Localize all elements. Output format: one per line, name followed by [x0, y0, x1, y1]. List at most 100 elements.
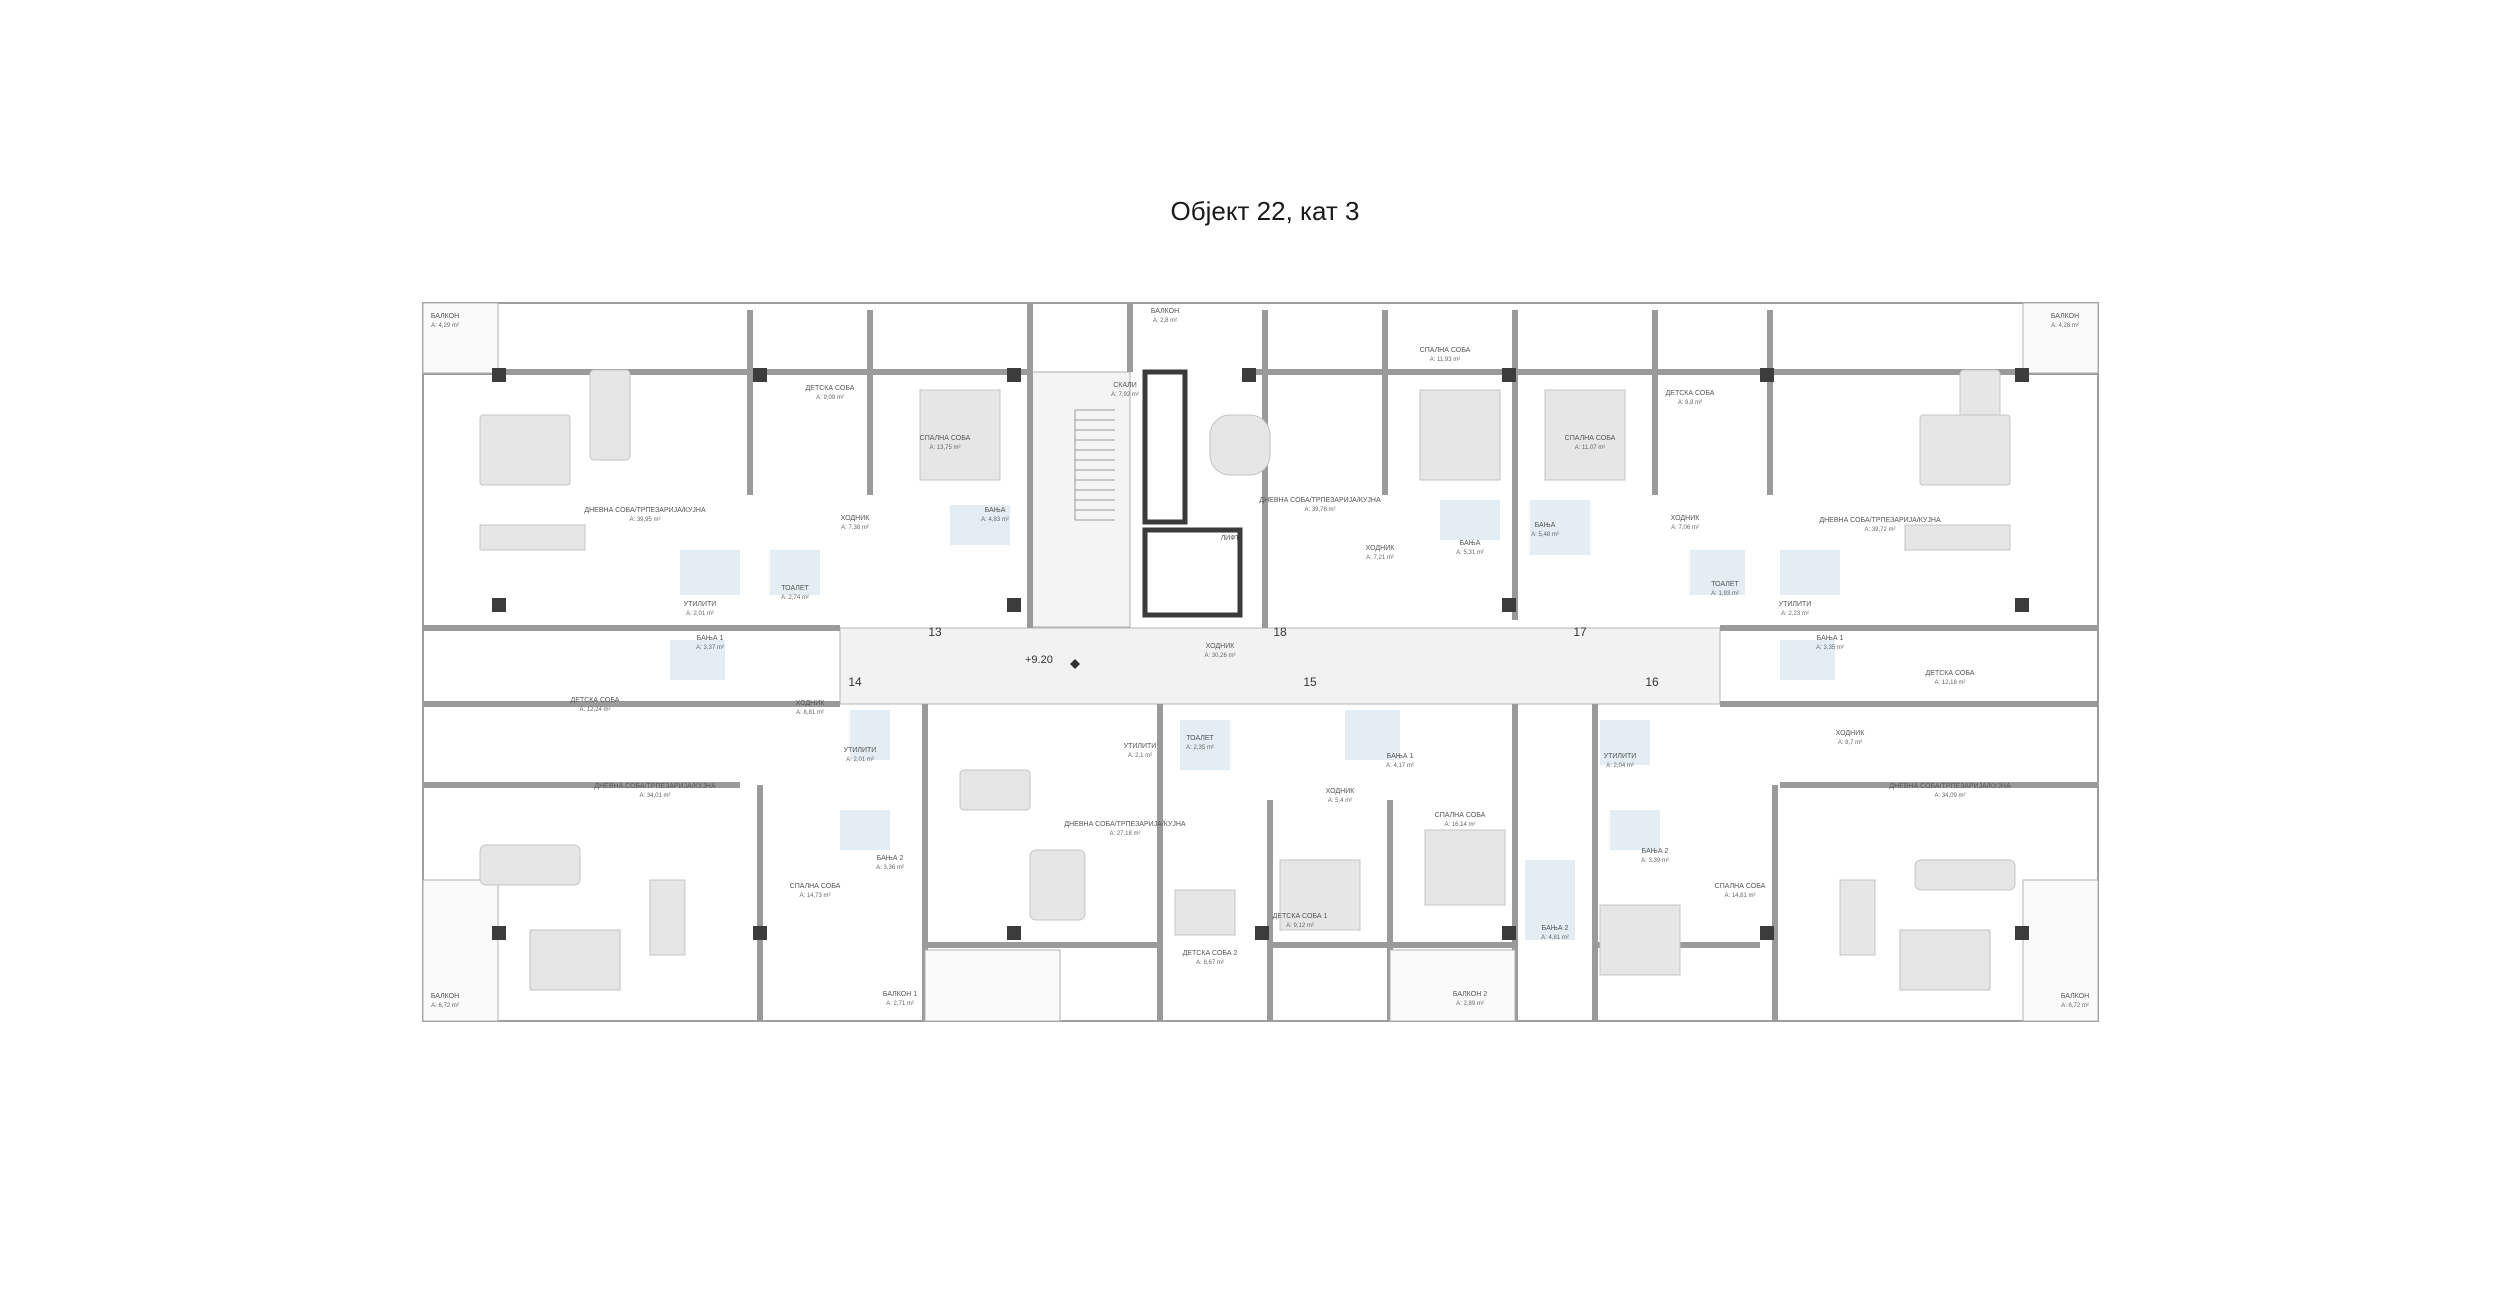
room-label: БАЛКОН — [2061, 993, 2089, 1000]
room-area: A: 2,01 m² — [846, 757, 874, 763]
room-label: ХОДНИК — [1206, 643, 1236, 650]
room-label: БАЊА — [1460, 540, 1481, 547]
room-area: A: 12,24 m² — [579, 707, 610, 713]
room-label: УТИЛИТИ — [1604, 753, 1637, 760]
room-area: A: 3,35 m² — [1816, 645, 1844, 651]
room-label: СПАЛНА СОБА — [920, 435, 971, 442]
room-area: A: 16,14 m² — [1444, 822, 1475, 828]
balconies — [422, 302, 2099, 1022]
room-label: СКАЛИ — [1113, 382, 1137, 389]
room-label: ДНЕВНА СОБА/ТРПЕЗАРИЈА/КУЈНА — [1259, 497, 1381, 504]
room-label: ХОДНИК — [841, 515, 871, 522]
room-label: БАЊА — [1535, 522, 1556, 529]
wet-rooms — [670, 500, 1840, 940]
room-area: A: 11,07 m² — [1575, 445, 1606, 451]
room-label: БАЛКОН — [431, 313, 459, 320]
room-area: A: 4,81 m² — [1541, 935, 1569, 941]
room-area: A: 2,71 m² — [886, 1001, 914, 1007]
room-area: A: 8,81 m² — [796, 710, 824, 716]
apartment-number: 16 — [1645, 675, 1659, 689]
room-area: A: 6,72 m² — [431, 1003, 459, 1009]
room-label: СПАЛНА СОБА — [1420, 347, 1471, 354]
apartment-number: 14 — [848, 675, 862, 689]
room-label: УТИЛИТИ — [1124, 743, 1157, 750]
room-labels: БАЛКОН A: 4,29 m² ДЕТСКА СОБА A: 9,09 m² СПА… — [431, 308, 2089, 1009]
room-label: БАЛКОН — [431, 993, 459, 1000]
room-area: A: 2,74 m² — [781, 595, 809, 601]
room-label: БАЊА 2 — [1642, 848, 1669, 855]
room-label: ДЕТСКА СОБА — [571, 697, 620, 704]
room-label: БАЛКОН 2 — [1453, 991, 1487, 998]
room-area: A: 2,01 m² — [686, 611, 714, 617]
room-area: A: 3,37 m² — [696, 645, 724, 651]
room-area: A: 7,38 m² — [841, 525, 869, 531]
furniture — [479, 369, 2016, 991]
duct-shaft — [1142, 369, 1188, 525]
room-area: A: 9,12 m² — [1286, 923, 1314, 929]
room-label: БАЛКОН 1 — [883, 991, 917, 998]
room-label: ХОДНИК — [1836, 730, 1866, 737]
columns — [492, 368, 2029, 940]
room-label: ДЕТСКА СОБА 1 — [1273, 913, 1328, 920]
room-area: A: 8,8 m² — [1678, 400, 1702, 406]
room-label: БАЊА 1 — [1387, 753, 1414, 760]
room-label: ДНЕВНА СОБА/ТРПЕЗАРИЈА/КУЈНА — [1064, 821, 1186, 828]
room-label: ХОДНИК — [796, 700, 826, 707]
room-label: ТОАЛЕТ — [1186, 735, 1214, 742]
level-icon — [1070, 659, 1080, 669]
room-label: ЛИФТ — [1221, 535, 1241, 542]
staircase — [1074, 409, 1115, 521]
apartment-number: 17 — [1573, 625, 1587, 639]
room-area: A: 4,28 m² — [2051, 323, 2079, 329]
room-area: A: 2,35 m² — [1186, 745, 1214, 751]
room-label: УТИЛИТИ — [1779, 601, 1812, 608]
page-title: Објект 22, кат 3 — [1170, 196, 1360, 226]
room-label: СПАЛНА СОБА — [1565, 435, 1616, 442]
room-area: A: 5,31 m² — [1456, 550, 1484, 556]
room-area: A: 2,89 m² — [1456, 1001, 1484, 1007]
apartment-number: 18 — [1273, 625, 1287, 639]
room-area: A: 5,48 m² — [1531, 532, 1559, 538]
room-area: A: 39,72 m² — [1864, 527, 1895, 533]
room-area: A: 27,18 m² — [1109, 831, 1140, 837]
room-label: УТИЛИТИ — [844, 747, 877, 754]
room-label: СПАЛНА СОБА — [1435, 812, 1486, 819]
room-label: БАЊА 1 — [697, 635, 724, 642]
room-area: A: 7,21 m² — [1366, 555, 1394, 561]
room-label: СПАЛНА СОБА — [790, 883, 841, 890]
room-area: A: 3,39 m² — [1641, 858, 1669, 864]
room-label: БАЊА 1 — [1817, 635, 1844, 642]
room-area: A: 1,93 m² — [1711, 591, 1739, 597]
room-area: A: 30,26 m² — [1204, 653, 1235, 659]
room-area: A: 12,18 m² — [1934, 680, 1965, 686]
central-corridor — [839, 627, 1721, 705]
walls — [423, 303, 2098, 1021]
room-area: A: 8,67 m² — [1196, 960, 1224, 966]
room-label: ДНЕВНА СОБА/ТРПЕЗАРИЈА/КУЈНА — [584, 507, 706, 514]
room-area: A: 13,75 m² — [929, 445, 960, 451]
room-area: A: 9,09 m² — [816, 395, 844, 401]
room-area: A: 2,04 m² — [1606, 763, 1634, 769]
elevator-shaft — [1142, 527, 1243, 618]
room-area: A: 14,81 m² — [1724, 893, 1755, 899]
room-area: A: 39,95 m² — [629, 517, 660, 523]
room-area: A: 2,1 m² — [1128, 753, 1152, 759]
room-label: ХОДНИК — [1326, 788, 1356, 795]
room-label: УТИЛИТИ — [684, 601, 717, 608]
apartment-number: 15 — [1303, 675, 1317, 689]
room-area: A: 3,36 m² — [876, 865, 904, 871]
room-label: БАЊА 2 — [1542, 925, 1569, 932]
room-label: ДЕТСКА СОБА 2 — [1183, 950, 1238, 957]
room-area: A: 39,78 m² — [1304, 507, 1335, 513]
room-area: A: 4,29 m² — [431, 323, 459, 329]
room-area: A: 8,7 m² — [1838, 740, 1862, 746]
room-label: ДНЕВНА СОБА/ТРПЕЗАРИЈА/КУЈНА — [1819, 517, 1941, 524]
room-label: БАЛКОН — [2051, 313, 2079, 320]
room-area: A: 6,72 m² — [2061, 1003, 2089, 1009]
room-label: ХОДНИК — [1366, 545, 1396, 552]
room-label: ДЕТСКА СОБА — [806, 385, 855, 392]
room-area: A: 34,09 m² — [1934, 793, 1965, 799]
room-area: A: 4,17 m² — [1386, 763, 1414, 769]
